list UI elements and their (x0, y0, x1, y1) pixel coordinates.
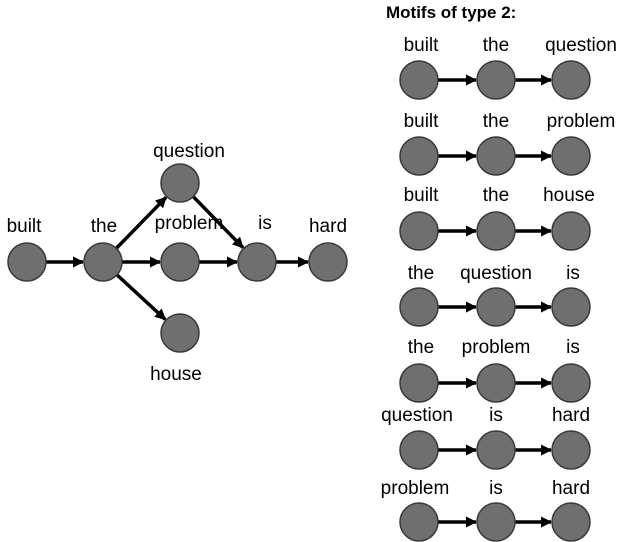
motif-row: problem is hard (381, 478, 591, 542)
motif-row: built the problem (399, 111, 616, 176)
motif-node-label: built (404, 111, 440, 132)
main-graph-labels: built the question problem house is hard (7, 141, 347, 385)
main-graph: built the question problem house is hard (7, 141, 348, 385)
node-house (160, 313, 200, 353)
motif-node-label: the (408, 263, 434, 284)
motif-node (476, 430, 516, 470)
motif-node (399, 60, 439, 100)
motif-node-label: built (404, 185, 440, 206)
motif-node (476, 502, 516, 542)
motif-node-label: is (566, 337, 580, 358)
node-label-hard: hard (309, 216, 347, 237)
motif-node (551, 60, 591, 100)
motif-node-label: is (489, 478, 503, 499)
motif-node (399, 211, 439, 251)
motifs-title: Motifs of type 2: (386, 3, 516, 22)
motif-node-label: built (404, 35, 440, 56)
motif-node-label: problem (381, 478, 450, 499)
motif-row: the problem is (399, 337, 591, 403)
node-label-the: the (91, 216, 117, 237)
motif-node-label: problem (462, 337, 531, 358)
node-built (7, 242, 47, 282)
motif-node (399, 363, 439, 403)
node-label-house: house (150, 364, 202, 385)
motif-node (399, 287, 439, 327)
node-label-is: is (258, 213, 272, 234)
motif-row: built the question (399, 35, 617, 100)
motif-node (399, 502, 439, 542)
motif-node (476, 136, 516, 176)
node-hard (308, 242, 348, 282)
edge-question-to-is (192, 195, 245, 249)
motif-node (399, 136, 439, 176)
motif-node-label: question (381, 405, 453, 426)
main-graph-edges (46, 195, 310, 321)
node-label-problem: problem (155, 213, 224, 234)
motif-node (551, 430, 591, 470)
motif-node (551, 287, 591, 327)
motif-node-label: the (408, 337, 434, 358)
edge-the-to-house (115, 273, 167, 321)
motif-row: the question is (399, 263, 591, 327)
motif-node (476, 287, 516, 327)
edge-the-to-question (115, 196, 168, 250)
motif-node-label: problem (547, 111, 616, 132)
motif-node (551, 211, 591, 251)
motif-rows: built the question built the problem built the h… (381, 35, 617, 542)
node-label-built: built (7, 216, 43, 237)
motif-node-label: is (566, 263, 580, 284)
motif-node (476, 211, 516, 251)
motif-node-label: is (489, 405, 503, 426)
motif-node-label: the (483, 185, 509, 206)
motif-node-label: hard (552, 478, 590, 499)
main-graph-nodes (7, 163, 348, 353)
motif-node-label: the (483, 35, 509, 56)
motif-node (476, 60, 516, 100)
motif-row: built the house (399, 185, 595, 251)
node-label-question: question (153, 141, 225, 162)
node-is (237, 242, 277, 282)
motif-node (551, 502, 591, 542)
motif-node (551, 363, 591, 403)
node-problem (160, 242, 200, 282)
motif-node-label: question (545, 35, 617, 56)
motif-node (551, 136, 591, 176)
motif-row: question is hard (381, 405, 591, 470)
motif-node-label: hard (552, 405, 590, 426)
motifs-panel: Motifs of type 2: built the question built t… (381, 3, 617, 542)
motif-node-label: the (483, 111, 509, 132)
motif-node-label: question (460, 263, 532, 284)
motif-node (399, 430, 439, 470)
node-the (83, 242, 123, 282)
node-question (160, 163, 200, 203)
motif-node (476, 363, 516, 403)
motif-node-label: house (543, 185, 595, 206)
